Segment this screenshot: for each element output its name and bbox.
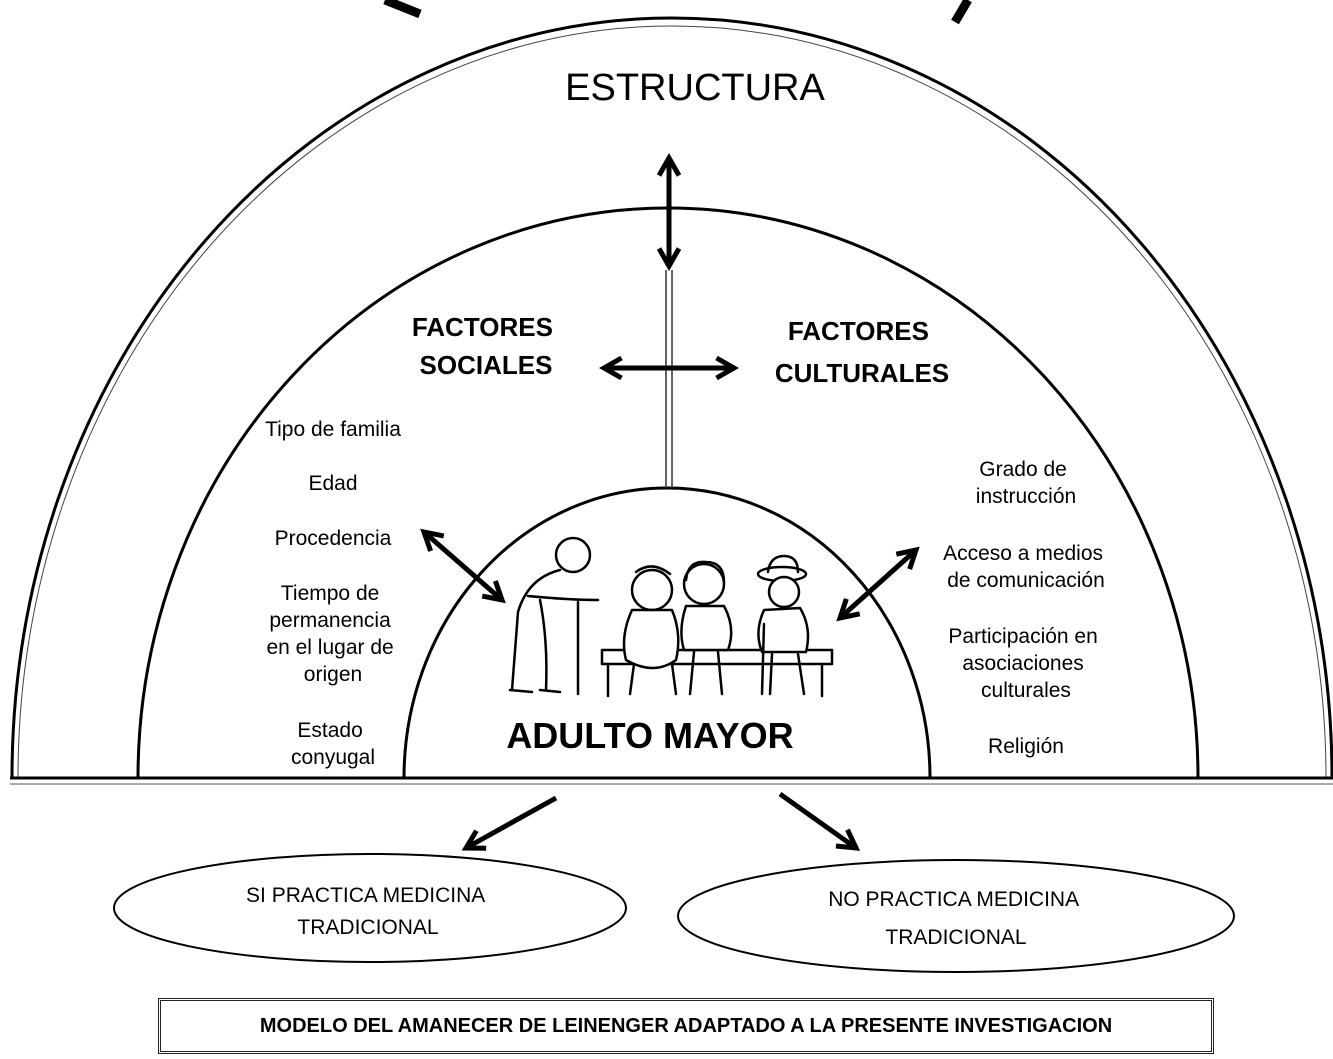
social-factor-time-of-stay: Tiempo de permanencia en el lugar de ori… xyxy=(266,582,399,686)
inner-arch xyxy=(402,486,932,779)
no-outcome-arrow xyxy=(778,791,861,851)
social-factor-age: Edad xyxy=(308,472,357,495)
caption-box: MODELO DEL AMANECER DE LEINENGER ADAPTAD… xyxy=(158,998,1214,1054)
structure-title: ESTRUCTURA xyxy=(565,67,825,109)
cultural-heading-line1: FACTORES xyxy=(788,316,929,346)
social-heading-line2: SOCIALES xyxy=(420,350,553,380)
center-title: ADULTO MAYOR xyxy=(506,715,793,756)
cultural-factor-associations: Participación en asociaciones culturales xyxy=(948,625,1103,702)
social-factor-family-type: Tipo de familia xyxy=(265,418,401,441)
elderly-people-on-bench-icon xyxy=(508,536,834,698)
social-factors-heading: FACTORES SOCIALES xyxy=(412,312,560,380)
social-heading-line1: FACTORES xyxy=(412,312,553,342)
cultural-center-arrow xyxy=(836,546,920,622)
cultural-factor-education: Grado de instrucción xyxy=(976,458,1076,508)
social-center-arrow xyxy=(420,528,506,604)
social-factor-marital-status: Estado conyugal xyxy=(291,719,375,769)
top-left-arrow-fragment xyxy=(383,0,422,19)
outer-arch xyxy=(10,16,1333,779)
yes-outcome-arrow xyxy=(461,795,558,851)
no-outcome-label: NO PRACTICA MEDICINA TRADICIONAL xyxy=(828,888,1084,949)
outer-arch-inner-line xyxy=(17,25,1327,779)
yes-outcome-label: SI PRACTICA MEDICINA TRADICIONAL xyxy=(246,884,490,939)
no-outcome-ellipse xyxy=(677,859,1235,973)
cultural-factors-heading: FACTORES CULTURALES xyxy=(775,316,949,388)
top-right-arrow-fragment xyxy=(951,0,972,25)
cultural-heading-line2: CULTURALES xyxy=(775,358,949,388)
yes-outcome-ellipse xyxy=(113,853,627,963)
cultural-factor-media-access: Acceso a medios de comunicación xyxy=(943,542,1109,592)
caption-text: MODELO DEL AMANECER DE LEINENGER ADAPTAD… xyxy=(259,1014,1113,1037)
cultural-factor-religion: Religión xyxy=(988,735,1064,758)
social-factor-origin: Procedencia xyxy=(275,527,392,550)
